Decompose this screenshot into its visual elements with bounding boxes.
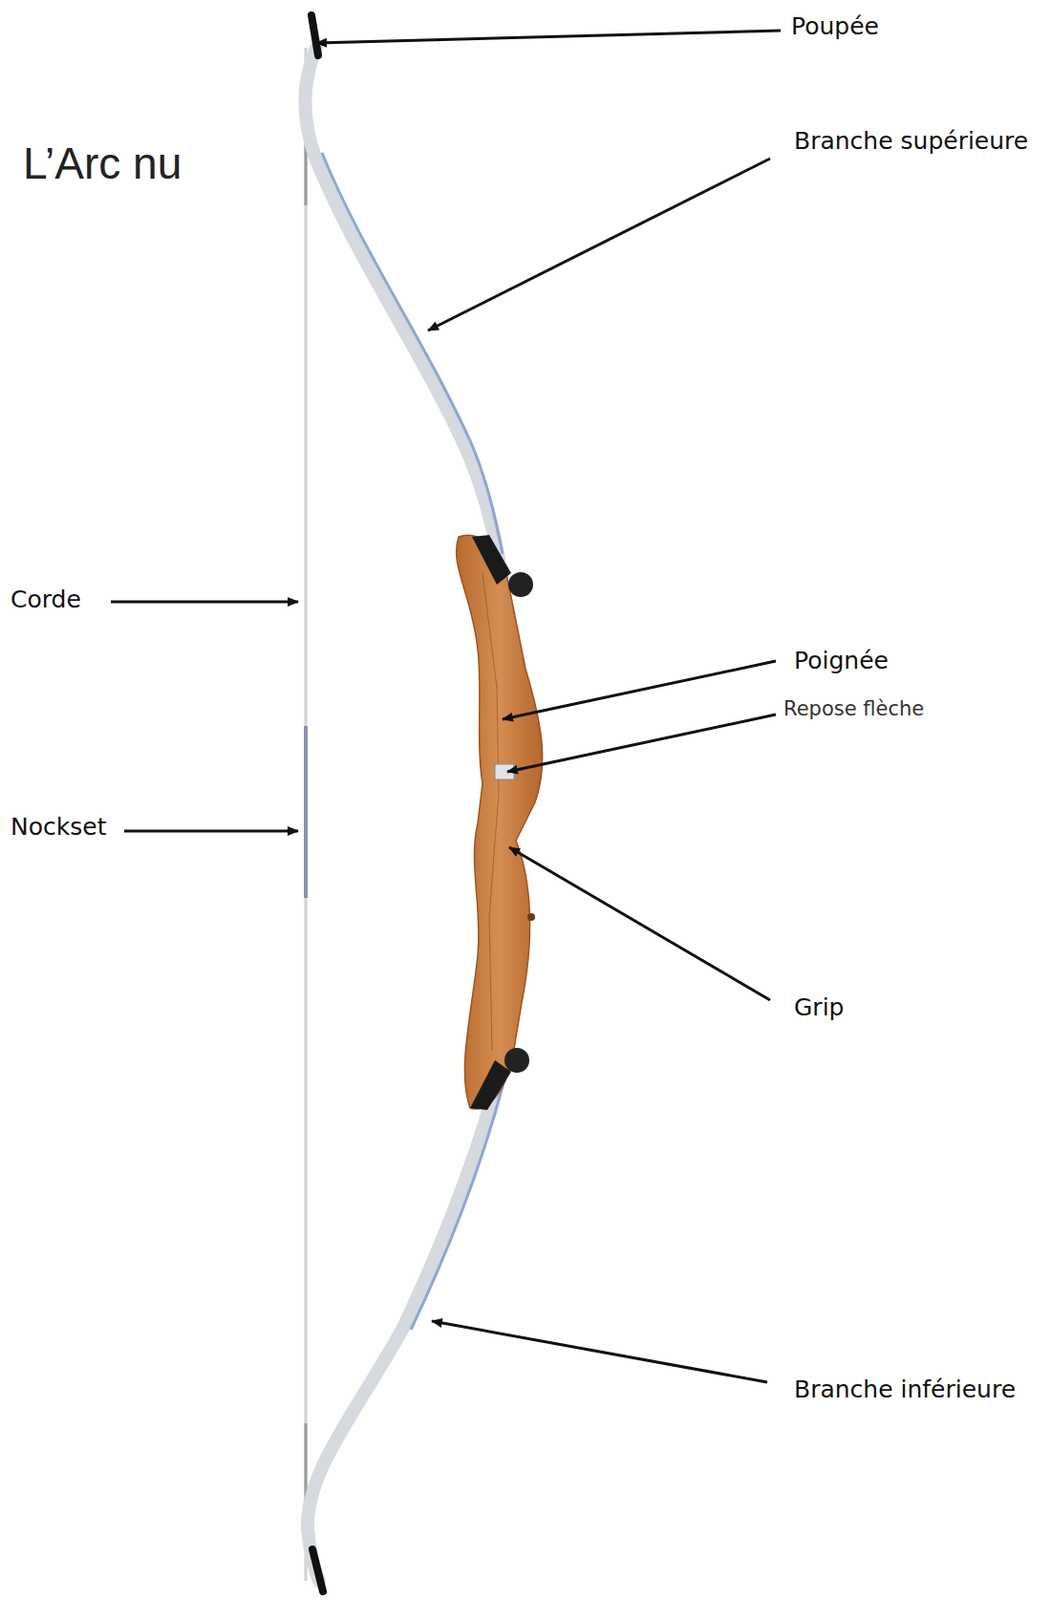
lower-tip — [312, 1549, 323, 1592]
part-label: Branche supérieure — [793, 127, 1029, 156]
leader-lines — [110, 30, 781, 1383]
part-label: Nockset — [10, 813, 107, 842]
part-label: Poupée — [791, 12, 880, 42]
upper-tip — [311, 15, 319, 56]
diagram-title: L’Arc nu — [22, 137, 182, 190]
part-label: Grip — [793, 993, 844, 1023]
upper-limb — [305, 47, 503, 559]
limb-pockets — [470, 535, 534, 1111]
riser-grain — [482, 573, 499, 1051]
part-label: Corde — [10, 585, 82, 615]
bow-string — [305, 47, 307, 1582]
grip-screw — [527, 913, 536, 922]
part-label: Repose flèche — [783, 694, 924, 724]
riser — [456, 535, 543, 1110]
part-label: Branche inférieure — [793, 1375, 1016, 1405]
part-label: Poignée — [793, 646, 889, 676]
